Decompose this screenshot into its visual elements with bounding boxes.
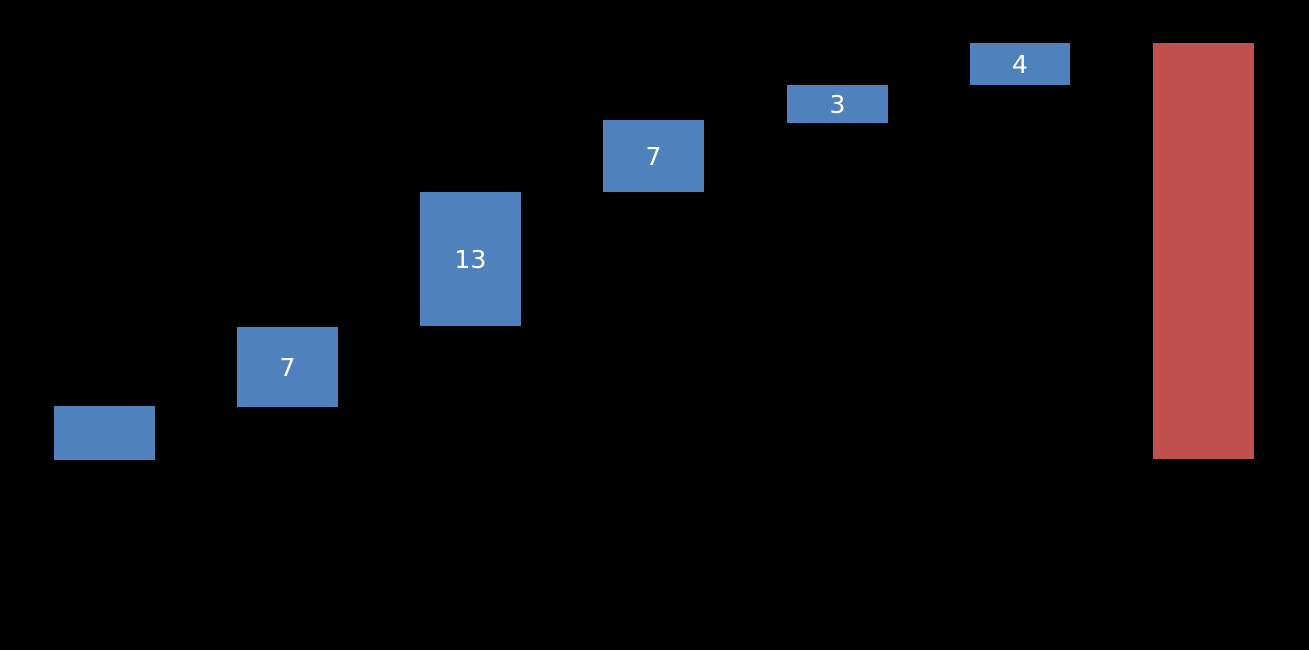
waterfall-bar-label: 4 bbox=[1011, 49, 1029, 79]
waterfall-bar[interactable]: 7 bbox=[237, 327, 338, 407]
waterfall-bar-label: 13 bbox=[454, 244, 487, 274]
waterfall-bar[interactable]: 4 bbox=[970, 43, 1070, 85]
waterfall-bar[interactable] bbox=[1153, 43, 1254, 459]
waterfall-bar[interactable]: 7 bbox=[603, 120, 704, 192]
waterfall-bar[interactable] bbox=[54, 406, 155, 460]
waterfall-bar[interactable]: 13 bbox=[420, 192, 521, 326]
waterfall-bar-label: 7 bbox=[645, 141, 662, 171]
waterfall-bar-label: 3 bbox=[829, 89, 846, 119]
waterfall-bar-label: 7 bbox=[279, 352, 296, 382]
waterfall-bar[interactable]: 3 bbox=[787, 85, 888, 123]
